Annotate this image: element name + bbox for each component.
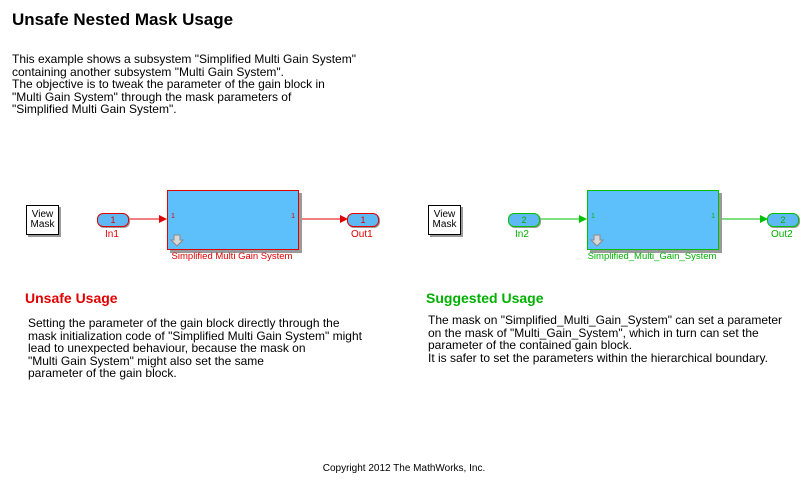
- subsystem-label-left: Simplified Multi Gain System: [171, 251, 293, 262]
- unsafe-usage-heading: Unsafe Usage: [25, 290, 118, 306]
- suggested-usage-description: The mask on "Simplified_Multi_Gain_Syste…: [428, 313, 783, 365]
- mask-arrow-icon: [170, 234, 184, 247]
- inport-in1-label: In1: [105, 229, 119, 240]
- outport-out1-label: Out1: [351, 229, 373, 240]
- inport-in2-label: In2: [515, 229, 529, 240]
- outport-out2-label: Out2: [771, 229, 793, 240]
- unsafe-usage-description: Setting the parameter of the gain block …: [28, 316, 362, 381]
- outport-out1[interactable]: 1: [347, 213, 379, 227]
- suggested-usage-heading: Suggested Usage: [426, 290, 544, 306]
- subsystem-label-right: Simplified_Multi_Gain_System: [587, 251, 717, 262]
- inport-in1[interactable]: 1: [97, 213, 129, 227]
- view-mask-button-right[interactable]: View Mask: [428, 205, 461, 235]
- simplified-multi-gain-subsystem-suggested[interactable]: 1 1: [587, 190, 719, 250]
- view-mask-button-left[interactable]: View Mask: [26, 205, 59, 235]
- intro-text: This example shows a subsystem "Simplifi…: [12, 52, 356, 117]
- mask-arrow-icon: [590, 234, 604, 247]
- simplified-multi-gain-subsystem[interactable]: 1 1: [167, 190, 299, 250]
- outport-out2[interactable]: 2: [767, 213, 799, 227]
- page-title: Unsafe Nested Mask Usage: [12, 10, 234, 29]
- inport-in2[interactable]: 2: [508, 213, 540, 227]
- copyright-notice: Copyright 2012 The MathWorks, Inc.: [322, 463, 486, 474]
